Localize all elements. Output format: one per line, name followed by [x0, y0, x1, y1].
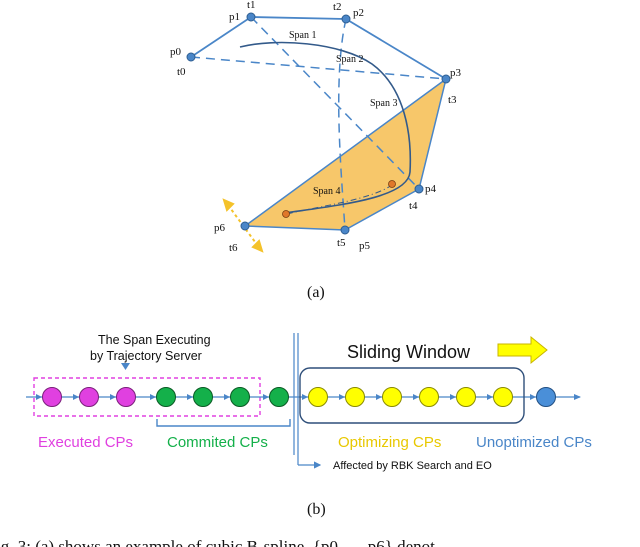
label-p5: p5	[359, 240, 371, 252]
label-t0: t0	[177, 66, 186, 78]
figure-caption: ig. 3: (a) shows an example of cubic B-s…	[0, 537, 435, 547]
span-1-label: Span 1	[289, 30, 317, 41]
span-4-segment	[286, 184, 393, 215]
committed-bracket	[156, 419, 291, 427]
control-point-p2	[341, 14, 351, 24]
executed-cps-label: Executed CPs	[38, 434, 133, 451]
bspline-diagram: p0 t0 p1 t1 t2 p2 p3 t3 p4 t4 t5 p5 p6 t…	[170, 0, 462, 301]
cp-committed	[230, 387, 250, 407]
cp-executed	[116, 387, 136, 407]
cp-optimizing	[382, 387, 402, 407]
span-2-label: Span 2	[336, 54, 364, 65]
executing-note-line1: The Span Executing	[98, 333, 211, 347]
cp-optimizing	[493, 387, 513, 407]
window-divider	[293, 333, 322, 469]
cp-optimizing	[345, 387, 365, 407]
label-p4: p4	[425, 183, 437, 195]
cp-optimizing-group	[308, 387, 513, 407]
span-4-label: Span 4	[313, 186, 341, 197]
label-t4: t4	[409, 200, 418, 212]
label-t6: t6	[229, 242, 238, 254]
label-t5: t5	[337, 237, 346, 249]
control-point-p4	[414, 184, 424, 194]
label-p6: p6	[214, 222, 226, 234]
cp-committed	[193, 387, 213, 407]
cp-executed	[79, 387, 99, 407]
cp-executed	[42, 387, 62, 407]
dashed-connections	[190, 16, 447, 231]
control-point-p3	[441, 74, 451, 84]
cp-optimizing	[308, 387, 328, 407]
span-3-label: Span 3	[370, 98, 398, 109]
affected-note: Affected by RBK Search and EO	[333, 460, 492, 472]
slide-direction-arrow	[497, 335, 548, 365]
cp-optimizing	[419, 387, 439, 407]
control-points	[186, 12, 451, 235]
sliding-window-box	[299, 367, 525, 424]
bspline-curve	[239, 41, 412, 214]
label-t1: t1	[247, 0, 256, 11]
cp-unoptimized	[536, 387, 556, 407]
cp-committed-group	[156, 387, 289, 407]
label-p1: p1	[229, 11, 240, 23]
control-point-p1	[246, 12, 256, 22]
executing-note-line2: by Trajectory Server	[90, 349, 202, 363]
curve-knot-marker	[388, 180, 396, 188]
control-point-p0	[186, 52, 196, 62]
executing-pointer	[121, 363, 130, 370]
optimizing-cps-label: Optimizing CPs	[338, 434, 441, 451]
committed-cps-label: Commited CPs	[167, 434, 268, 451]
sequence-arrowheads	[36, 394, 581, 400]
unoptimized-cps-label: Unoptimized CPs	[476, 434, 592, 451]
label-t3: t3	[448, 94, 457, 106]
sliding-window-diagram: The Span Executing by Trajectory Server …	[26, 333, 592, 518]
label-p2: p2	[353, 7, 364, 19]
control-point-p6	[240, 221, 250, 231]
cp-committed	[156, 387, 176, 407]
label-t2: t2	[333, 1, 342, 13]
control-point-p5	[340, 225, 350, 235]
curve-knot-marker	[282, 210, 290, 218]
cp-executed-group	[42, 387, 136, 407]
sliding-window-title: Sliding Window	[347, 342, 471, 362]
cp-optimizing	[456, 387, 476, 407]
label-p0: p0	[170, 46, 182, 58]
control-polygon	[190, 16, 447, 80]
subfigure-a-label: (a)	[307, 284, 325, 301]
subfigure-b-label: (b)	[307, 501, 326, 518]
label-p3: p3	[450, 67, 462, 79]
cp-committed	[269, 387, 289, 407]
